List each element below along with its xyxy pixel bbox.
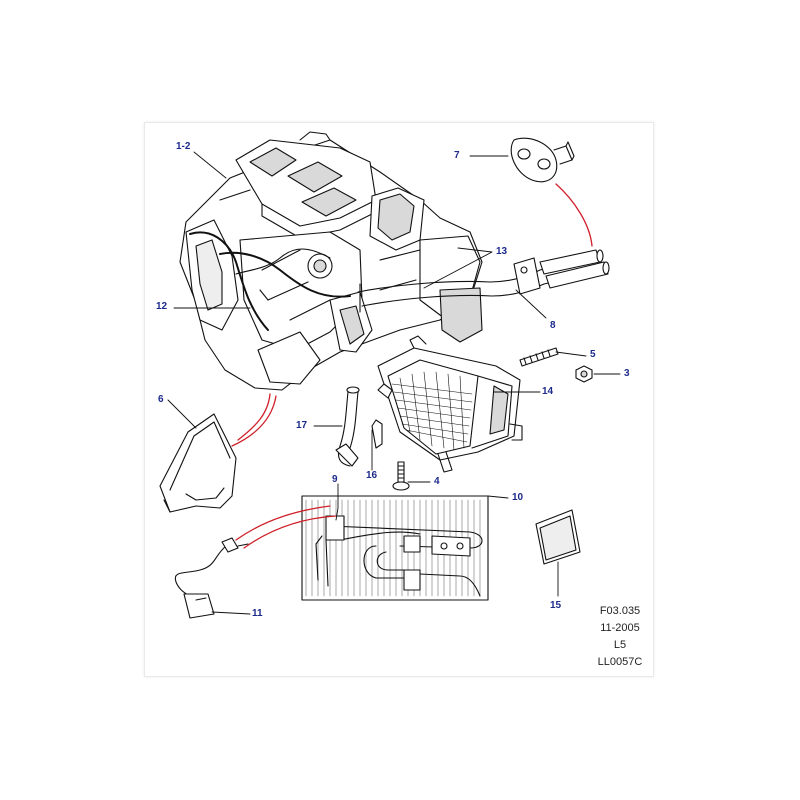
callout-4: 4: [434, 476, 440, 487]
callout-15: 15: [550, 600, 562, 611]
model-code: L5: [613, 639, 627, 651]
callout-14: 14: [542, 386, 554, 397]
callout-5: 5: [590, 349, 596, 360]
callout-3: 3: [624, 368, 630, 379]
callout-9: 9: [332, 474, 338, 485]
figure-number: F03.035: [599, 605, 641, 617]
revision-date: 11-2005: [600, 622, 640, 634]
callout-17: 17: [296, 420, 308, 431]
callout-12: 12: [156, 301, 168, 312]
callout-13: 13: [496, 246, 508, 257]
screw-part: [392, 461, 410, 491]
callout-10: 10: [512, 492, 524, 503]
air-duct-part: [159, 413, 237, 513]
connector-arcs: [231, 183, 593, 549]
evaporator-core-part: [301, 495, 489, 601]
bracket-part: [371, 419, 383, 449]
stud-part: [519, 347, 559, 367]
callout-16: 16: [366, 470, 378, 481]
callout-11: 11: [252, 608, 263, 619]
grommet-seal-part: [510, 137, 575, 183]
callout-1-2: 1-2: [176, 141, 191, 152]
callout-7: 7: [454, 150, 460, 161]
heater-housing-part: [179, 131, 483, 391]
evaporator-housing-part: [377, 335, 523, 473]
callout-8: 8: [550, 320, 556, 331]
cabin-filter-part: [535, 509, 581, 565]
illustration-code: LL0057C: [597, 656, 643, 668]
heater-pipes-part: [357, 249, 610, 313]
nut-part: [575, 365, 593, 383]
leader-lines: [167, 151, 621, 615]
temperature-sensor-part: [174, 537, 249, 619]
callout-6: 6: [158, 394, 164, 405]
drain-hose-part: [335, 386, 360, 467]
